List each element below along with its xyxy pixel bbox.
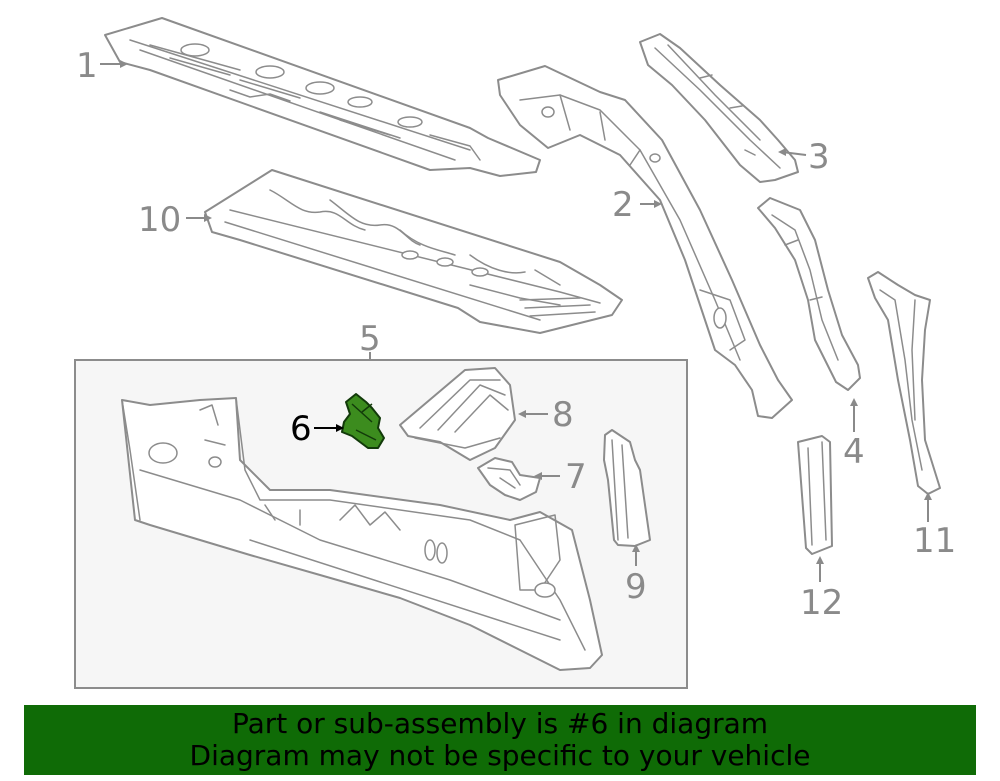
callout-8: 8 (552, 395, 574, 435)
callout-11: 11 (913, 521, 956, 561)
part-2-pillar (497, 65, 793, 419)
callout-4: 4 (843, 432, 865, 472)
part-1-upper-panel (104, 17, 541, 177)
part-info-banner: Part or sub-assembly is #6 in diagram Di… (24, 705, 976, 775)
callout-12: 12 (800, 583, 843, 623)
callout-7: 7 (565, 457, 587, 497)
part-10-floor-panel (204, 169, 623, 334)
leader-lines (100, 60, 932, 582)
part-4-inner-pillar (757, 197, 861, 391)
parts-diagram: 1 2 3 4 5 6 7 8 9 10 11 12 (74, 17, 956, 689)
part-12-bracket (797, 435, 833, 555)
callout-1: 1 (76, 46, 98, 86)
callout-9: 9 (625, 567, 647, 607)
banner-line-2: Diagram may not be specific to your vehi… (189, 739, 811, 772)
part-11-tall-pillar (867, 271, 941, 495)
part-9-panel (603, 429, 651, 547)
part-3-rail (639, 33, 799, 183)
callout-10: 10 (138, 200, 181, 240)
callout-5: 5 (359, 319, 381, 359)
callout-6: 6 (290, 409, 312, 449)
callout-3: 3 (808, 137, 830, 177)
part-5-rear-body-assembly (121, 397, 603, 671)
callout-2: 2 (612, 185, 634, 225)
part-6-highlighted (341, 393, 385, 449)
part-7-clip (477, 457, 541, 501)
part-8-bracket (399, 367, 516, 461)
banner-line-1: Part or sub-assembly is #6 in diagram (231, 707, 769, 740)
